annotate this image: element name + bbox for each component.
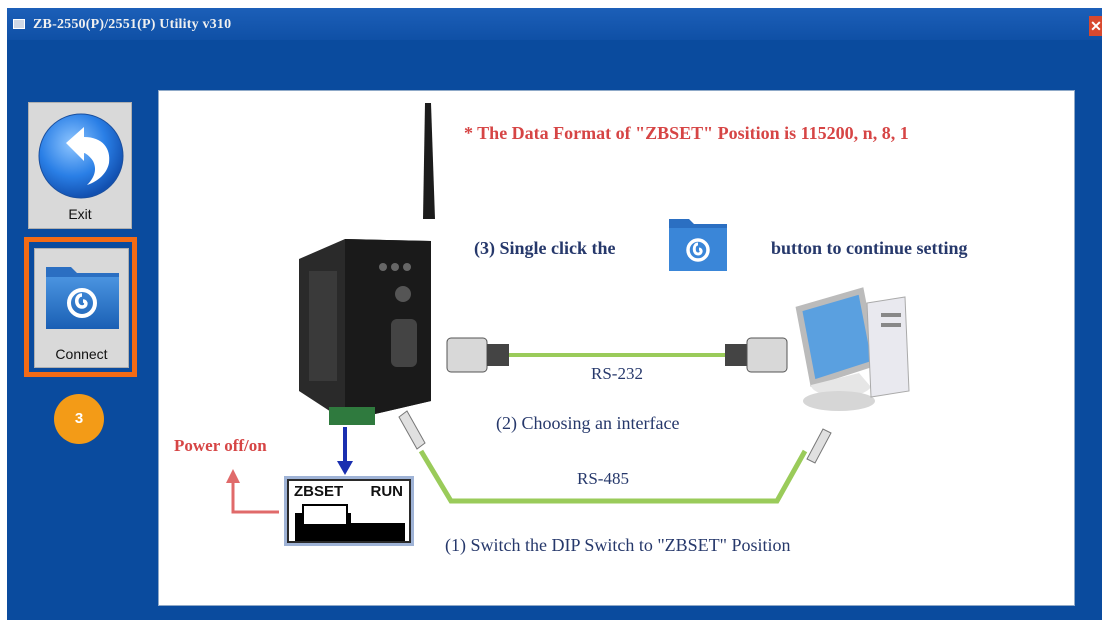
terminal-clip-right-icon: [806, 428, 832, 464]
inline-connect-icon: [669, 219, 727, 271]
connect-button[interactable]: Connect: [34, 248, 129, 368]
app-window: ZB-2550(P)/2551(P) Utility v310 ✕ Exit: [7, 8, 1102, 620]
db9-connector-left-icon: [446, 337, 509, 373]
exit-label: Exit: [68, 206, 92, 222]
swirl-folder-icon: [46, 267, 119, 329]
power-label: Power off/on: [174, 436, 267, 455]
step2-text: (2) Choosing an interface: [496, 413, 680, 433]
title-bar: ZB-2550(P)/2551(P) Utility v310 ✕: [7, 8, 1102, 40]
close-icon: ✕: [1090, 18, 1102, 34]
antenna-icon: [423, 103, 435, 219]
step3-text-end: button to continue setting: [771, 238, 968, 258]
connection-diagram: [226, 103, 910, 514]
dip-switch: ZBSET RUN: [284, 476, 414, 546]
step1-text: (1) Switch the DIP Switch to "ZBSET" Pos…: [445, 535, 791, 555]
dip-run-label: RUN: [370, 483, 404, 500]
db9-connector-right-icon: [725, 337, 788, 373]
app-icon: [13, 19, 25, 29]
dip-zbset-label: ZBSET: [294, 483, 344, 500]
data-format-note: * The Data Format of "ZBSET" Position is…: [464, 123, 909, 143]
instruction-panel: * The Data Format of "ZBSET" Position is…: [158, 90, 1075, 606]
step-badge: 3: [54, 394, 104, 444]
connect-highlight: [24, 237, 137, 377]
window-title: ZB-2550(P)/2551(P) Utility v310: [33, 17, 232, 32]
dip-switch-slider: [295, 504, 405, 541]
terminal-clip-left-icon: [398, 410, 426, 450]
rs485-label: RS-485: [577, 469, 629, 488]
undo-arrow-icon: [38, 113, 124, 199]
connect-label: Connect: [55, 346, 108, 362]
rs232-label: RS-232: [591, 364, 643, 383]
zigbee-device-icon: [299, 239, 431, 425]
computer-icon: [795, 287, 910, 411]
close-button[interactable]: ✕: [1089, 16, 1102, 36]
exit-button[interactable]: Exit: [28, 102, 132, 229]
step3-text: (3) Single click the: [474, 238, 616, 258]
